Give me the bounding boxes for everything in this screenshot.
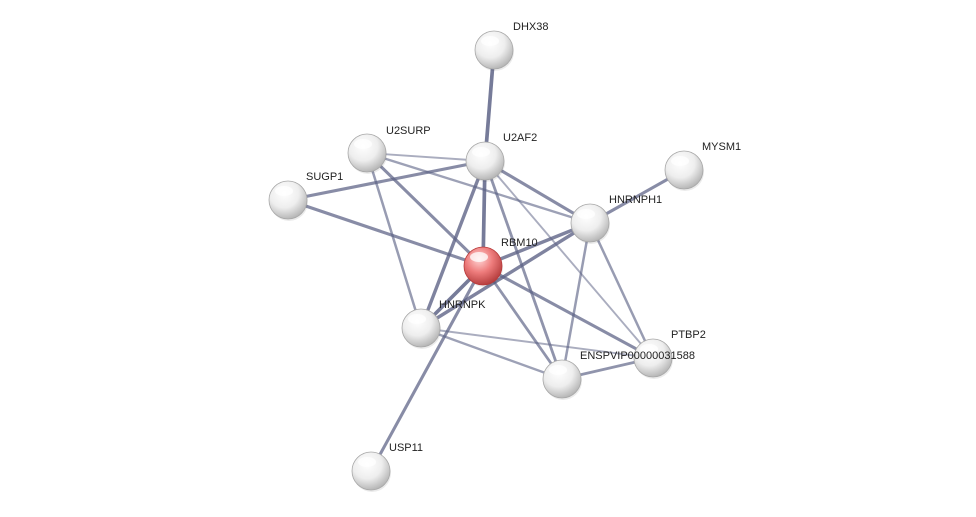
node-label-u2surp: U2SURP [386, 125, 431, 137]
node-u2surp[interactable]: U2SURP [347, 125, 431, 174]
node-label-mysm1: MYSM1 [702, 141, 741, 153]
edge-u2af2-ptbp2[interactable] [484, 160, 654, 359]
node-label-ptbp2: PTBP2 [671, 329, 706, 341]
node-label-rbm10: RBM10 [501, 237, 538, 249]
node-highlight [481, 36, 499, 46]
edge-u2af2-hnrnph1[interactable] [483, 159, 592, 225]
node-usp11[interactable]: USP11 [351, 442, 423, 492]
node-highlight [472, 147, 490, 157]
edge-rbm10-usp11[interactable] [369, 264, 485, 473]
node-label-dhx38: DHX38 [513, 21, 548, 33]
edge-sugp1-rbm10[interactable] [286, 198, 485, 268]
edge-u2surp-hnrnpk[interactable] [365, 151, 423, 330]
node-label-hnrnph1: HNRNPH1 [609, 194, 662, 206]
node-highlight [671, 156, 689, 166]
node-enspvip00000031588[interactable]: ENSPVIP00000031588 [542, 350, 695, 400]
node-label-u2af2: U2AF2 [503, 132, 537, 144]
node-u2af2[interactable]: U2AF2 [465, 132, 537, 182]
node-highlight [470, 252, 488, 262]
edge-u2af2-enspvip00000031588[interactable] [483, 159, 564, 381]
edge-u2af2-hnrnpk[interactable] [419, 159, 487, 330]
edge-u2surp-hnrnph1[interactable] [365, 151, 592, 225]
node-highlight [408, 314, 426, 324]
node-hnrnph1[interactable]: HNRNPH1 [570, 194, 662, 244]
node-highlight [549, 365, 567, 375]
edge-hnrnph1-ptbp2[interactable] [588, 221, 655, 360]
node-rbm10[interactable]: RBM10 [463, 237, 538, 287]
node-label-usp11: USP11 [389, 442, 423, 454]
edge-u2af2-u2surp[interactable] [366, 152, 486, 162]
node-dhx38[interactable]: DHX38 [474, 21, 548, 71]
node-highlight [358, 457, 376, 467]
edge-hnrnph1-enspvip00000031588[interactable] [560, 221, 592, 381]
edge-rbm10-ptbp2[interactable] [481, 264, 655, 360]
edge-u2surp-rbm10[interactable] [365, 151, 485, 268]
edge-hnrnpk-ptbp2[interactable] [420, 327, 654, 359]
node-label-enspvip00000031588: ENSPVIP00000031588 [580, 350, 695, 362]
node-label-sugp1: SUGP1 [306, 171, 343, 183]
node-sugp1[interactable]: SUGP1 [268, 171, 343, 221]
edge-hnrnpk-enspvip00000031588[interactable] [419, 326, 564, 381]
node-highlight [354, 139, 372, 149]
edge-u2af2-sugp1[interactable] [286, 159, 487, 202]
node-highlight [577, 209, 595, 219]
node-label-hnrnpk: HNRNPK [439, 299, 486, 311]
node-highlight [275, 186, 293, 196]
node-ptbp2[interactable]: PTBP2 [633, 329, 706, 379]
edge-hnrnph1-hnrnpk[interactable] [419, 221, 592, 330]
node-highlight [640, 344, 658, 354]
node-hnrnpk[interactable]: HNRNPK [401, 299, 486, 349]
node-mysm1[interactable]: MYSM1 [664, 141, 741, 191]
edge-rbm10-enspvip00000031588[interactable] [481, 264, 564, 381]
